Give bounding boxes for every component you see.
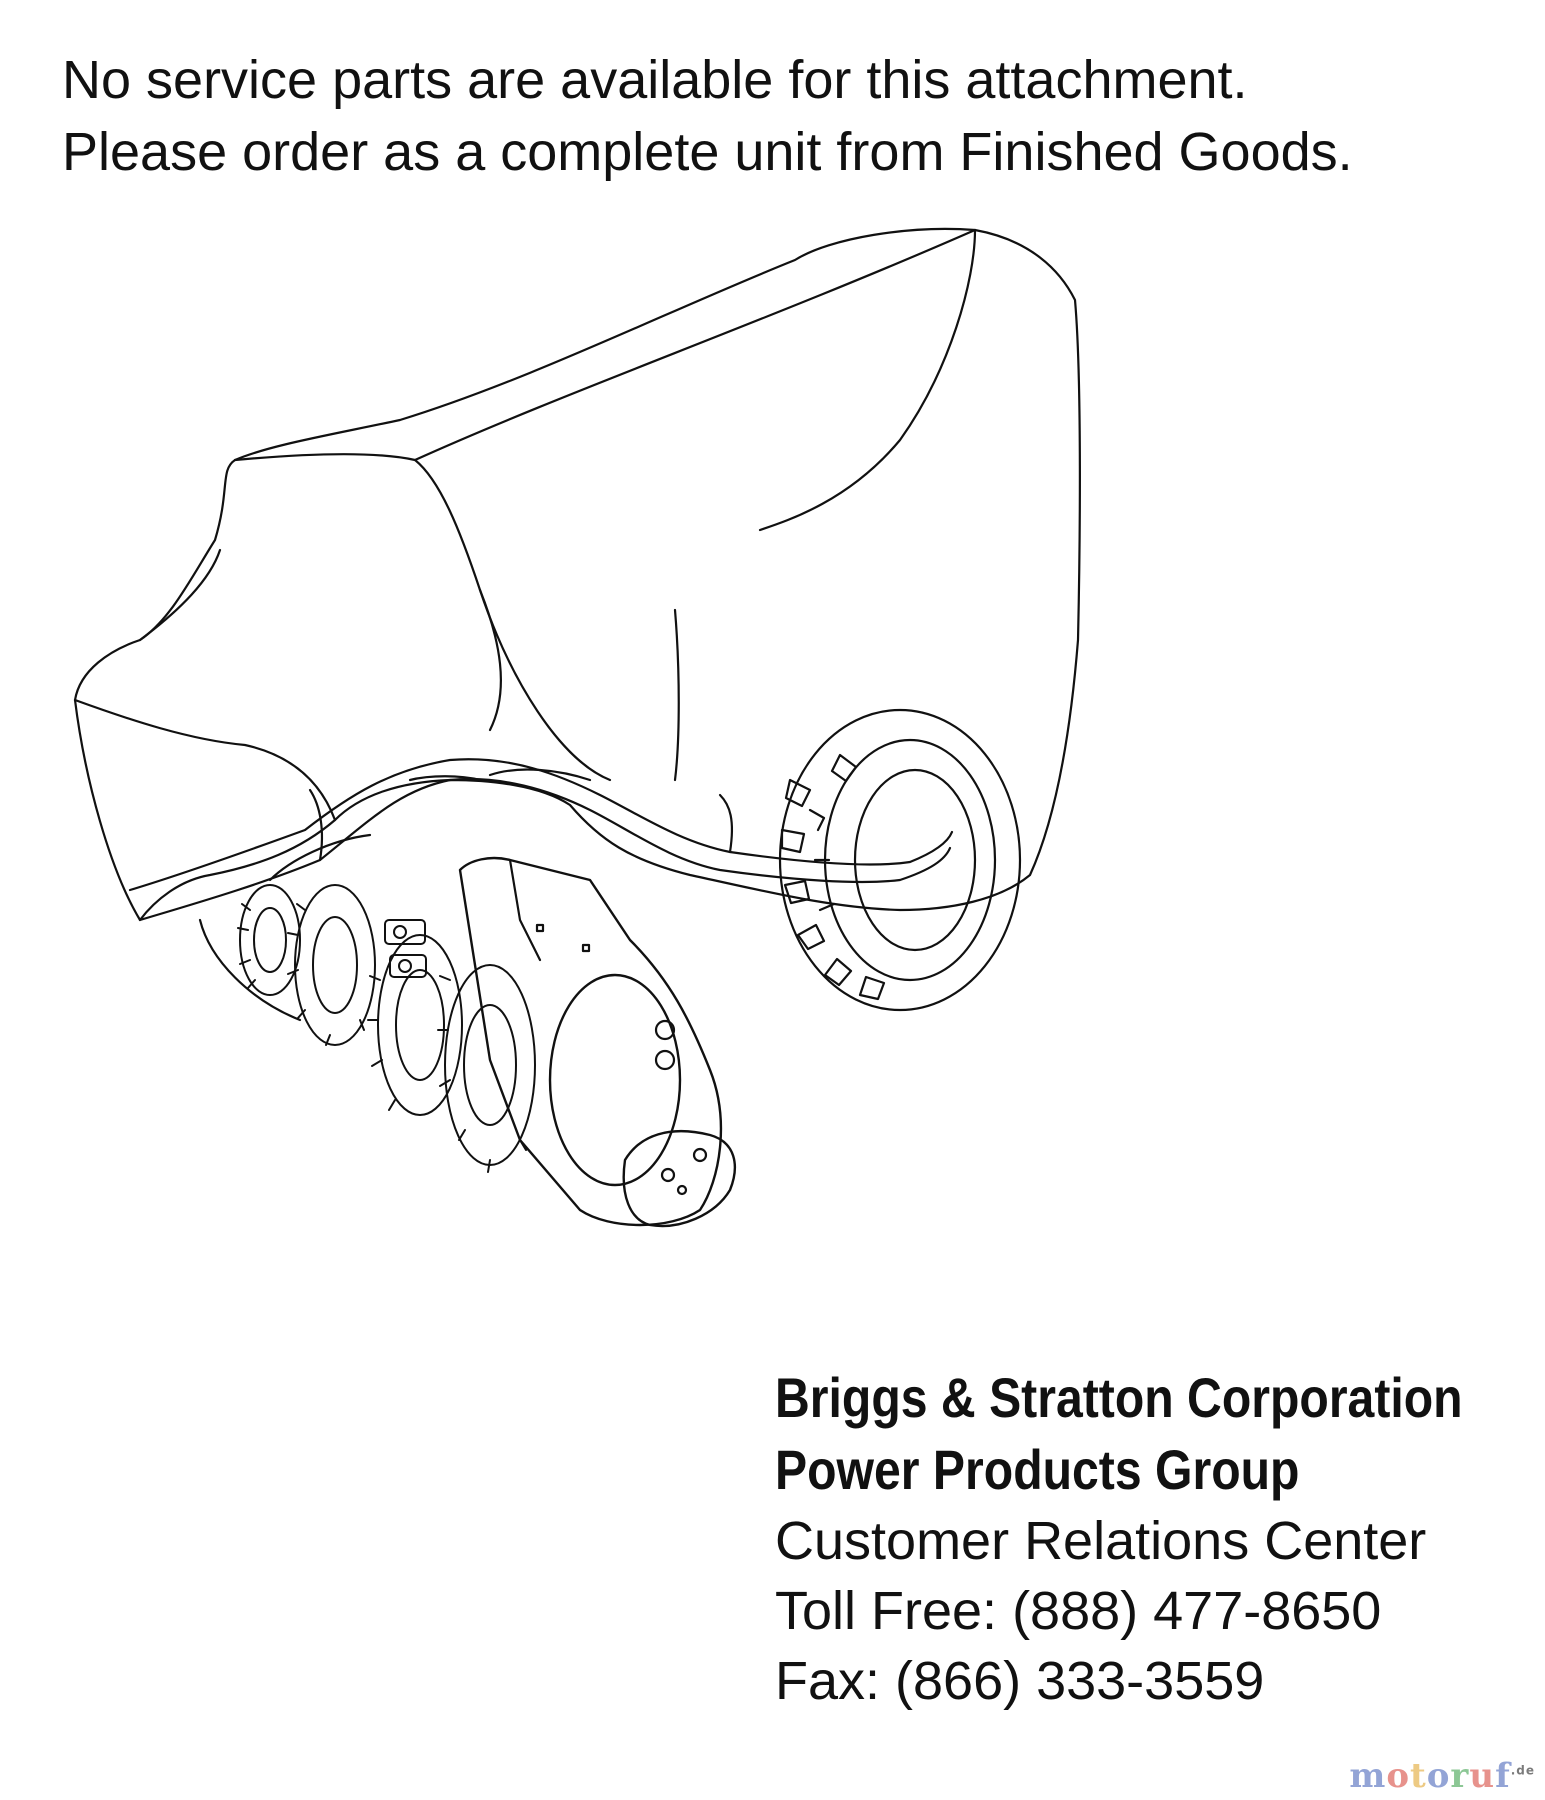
auger-left bbox=[237, 884, 376, 1046]
watermark-suffix: .de bbox=[1510, 1763, 1535, 1778]
cover-outline bbox=[73, 227, 1081, 922]
auger-right bbox=[367, 934, 536, 1173]
watermark-logo: motoruf.de bbox=[1349, 1756, 1535, 1796]
center-name: Customer Relations Center bbox=[775, 1511, 1427, 1571]
group-name: Power Products Group bbox=[775, 1438, 1300, 1501]
skid-shoe bbox=[622, 1129, 737, 1228]
gearbox bbox=[384, 919, 427, 978]
covered-snow-thrower-illustration bbox=[73, 227, 1081, 1228]
watermark-text: motoruf bbox=[1349, 1756, 1511, 1796]
fax-number: Fax: (866) 333-3559 bbox=[775, 1651, 1265, 1711]
contact-block: Briggs & Stratton Corporation Power Prod… bbox=[775, 1362, 1545, 1716]
notice-line-1: No service parts are available for this … bbox=[62, 50, 1248, 110]
tire bbox=[778, 708, 1022, 1012]
side-plate bbox=[458, 856, 723, 1227]
toll-free-number: Toll Free: (888) 477-8650 bbox=[775, 1581, 1382, 1641]
notice-text: No service parts are available for this … bbox=[62, 44, 1353, 188]
company-name: Briggs & Stratton Corporation bbox=[775, 1366, 1463, 1429]
notice-line-2: Please order as a complete unit from Fin… bbox=[62, 122, 1353, 182]
